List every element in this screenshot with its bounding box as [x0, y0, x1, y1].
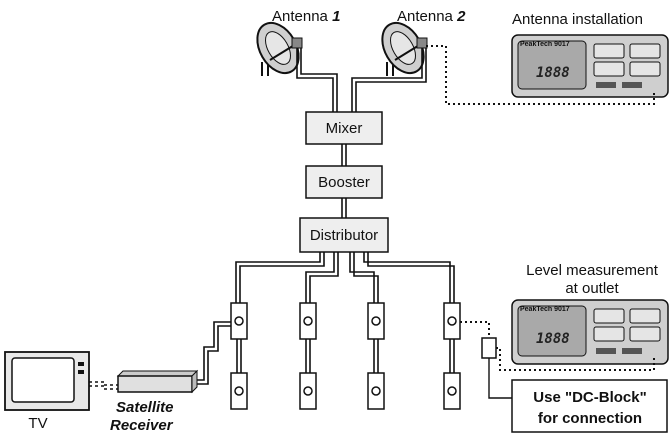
outlet-lower-4	[443, 372, 461, 410]
satellite-receiver-label-line2: Receiver	[110, 417, 174, 434]
dc-block-note-line1: Use "DC-Block"	[533, 389, 646, 406]
antenna-installation-label: Antenna installation	[512, 11, 643, 28]
tv-icon	[4, 351, 90, 411]
meter-1-brand: PeakTech 9017	[520, 41, 570, 48]
outlet-lower-3	[367, 372, 385, 410]
trunk-cables	[341, 144, 347, 218]
outlet-upper-3	[367, 302, 385, 340]
meter-level-measurement: PeakTech 9017 1888	[511, 299, 669, 365]
satellite-receiver-label-line1: Satellite	[116, 399, 174, 416]
meter-1-test-lead	[426, 45, 655, 105]
booster-label: Booster	[318, 174, 370, 191]
antenna-1-label: Antenna 1	[272, 8, 340, 25]
dc-block-callout: Use "DC-Block" for connection	[511, 379, 668, 433]
dc-block	[481, 337, 497, 359]
distribution-cables	[235, 252, 455, 303]
distributor-box: Distributor	[299, 217, 389, 253]
level-measurement-label-line2: at outlet	[565, 280, 619, 297]
mixer-box: Mixer	[305, 111, 383, 145]
booster-box: Booster	[305, 165, 383, 199]
antenna-cables	[296, 48, 427, 112]
dc-block-lead-in	[460, 321, 490, 338]
distributor-label: Distributor	[310, 227, 378, 244]
outlet-links	[236, 339, 455, 373]
outlet-upper-4	[443, 302, 461, 340]
antenna-1-dish	[256, 21, 303, 76]
tv-receiver-cables	[89, 381, 118, 390]
tv-label: TV	[28, 415, 47, 432]
dc-block-note-line2: for connection	[538, 410, 642, 427]
mixer-label: Mixer	[326, 120, 363, 137]
meter-antenna-installation: PeakTech 9017 1888	[511, 34, 669, 98]
meter-2-test-lead	[496, 347, 655, 371]
antenna-2-dish	[381, 21, 428, 76]
antenna-2-label-prefix: Antenna	[397, 8, 457, 25]
antenna-2-label: Antenna 2	[397, 8, 466, 25]
antenna-1-label-prefix: Antenna	[272, 8, 332, 25]
antenna-2-label-number: 2	[456, 8, 466, 25]
satellite-receiver-box	[116, 369, 199, 394]
meter-1-display: 1888	[536, 65, 570, 81]
meter-2-brand: PeakTech 9017	[520, 306, 570, 313]
antenna-1-label-number: 1	[332, 8, 340, 25]
outlet-upper-1	[230, 302, 248, 340]
level-measurement-label-line1: Level measurement	[526, 262, 659, 279]
outlet-lower-1	[230, 372, 248, 410]
outlet-upper-2	[299, 302, 317, 340]
outlet-lower-2	[299, 372, 317, 410]
dc-block-pointer	[488, 358, 512, 399]
meter-2-display: 1888	[536, 331, 570, 347]
receiver-outlet-cables	[197, 321, 231, 385]
